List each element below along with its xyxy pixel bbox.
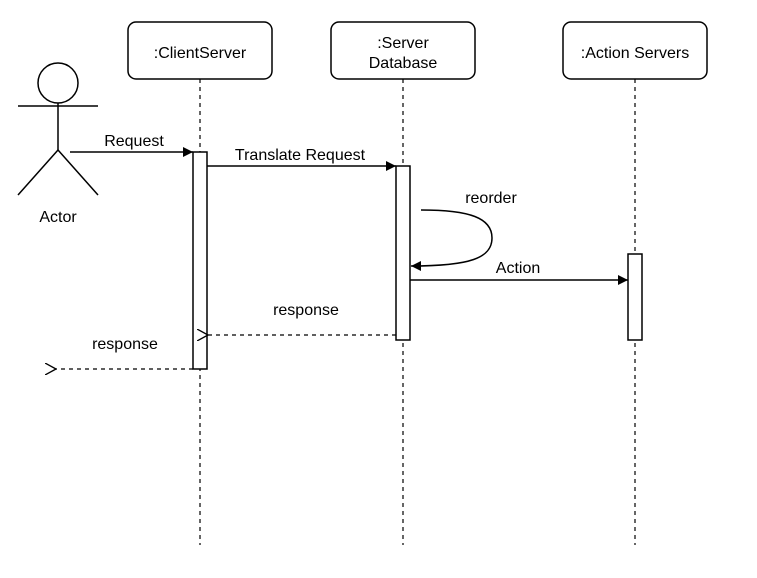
actor-head xyxy=(37,62,79,104)
message-reorder-arrow xyxy=(410,209,493,271)
lifeline-clientserver-label: :ClientServer xyxy=(154,45,247,62)
activation-action-servers xyxy=(627,253,643,341)
activation-clientserver xyxy=(192,151,208,370)
actor-right-leg xyxy=(57,149,99,196)
activation-server-database xyxy=(395,165,411,341)
actor-label: Actor xyxy=(39,209,77,226)
message-translate-request-label: Translate Request xyxy=(235,147,366,164)
message-request-label: Request xyxy=(104,133,164,150)
actor-left-leg xyxy=(17,149,59,196)
message-action-label: Action xyxy=(496,260,540,277)
message-response-db-label: response xyxy=(273,302,339,319)
lifeline-server-database-label-line2: Database xyxy=(369,55,438,72)
actor-figure xyxy=(17,62,99,196)
message-response-client-label: response xyxy=(92,336,158,353)
message-reorder-label: reorder xyxy=(465,190,517,207)
lifeline-server-database-label-line1: :Server xyxy=(377,35,429,52)
lifeline-action-servers-label: :Action Servers xyxy=(581,45,689,62)
